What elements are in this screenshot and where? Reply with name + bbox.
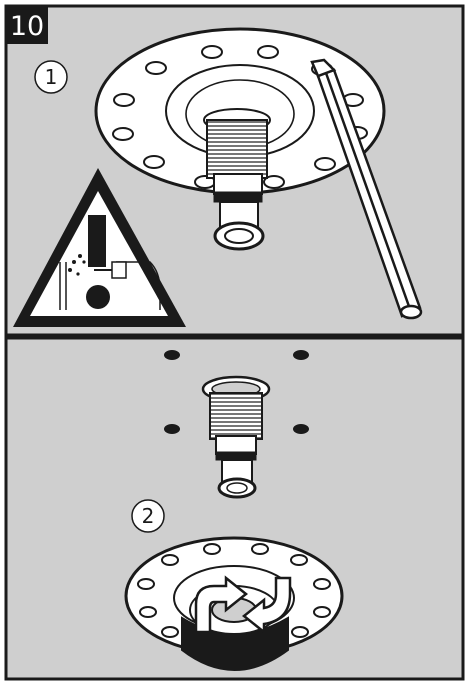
callout-1-label: 1 [45, 65, 58, 89]
bolt-hole-icon [252, 544, 268, 554]
bolt-hole-icon [204, 544, 220, 554]
panel-bottom: 2 [6, 338, 463, 679]
bolt-hole-icon [258, 46, 278, 58]
bolt-hole-icon [114, 94, 134, 106]
bolt-hole-icon [113, 128, 133, 140]
warning-exclamation [88, 215, 106, 267]
bolt-hole-icon [138, 579, 154, 589]
bolt-hole-icon [146, 62, 166, 74]
step-number-badge: 10 [6, 6, 48, 44]
bolt-hole-icon [140, 607, 156, 617]
bolt-hole-icon [164, 424, 180, 434]
bolt-hole-icon [314, 607, 330, 617]
bolt-hole-icon [164, 350, 180, 360]
bolt-hole-icon [292, 627, 308, 637]
bolt-hole-icon [291, 555, 307, 565]
callout-1: 1 [35, 61, 67, 93]
callout-2: 2 [132, 500, 164, 532]
bolt-hole-icon [162, 627, 178, 637]
bolt-hole-icon [315, 158, 335, 170]
bolt-hole-icon [162, 555, 178, 565]
step-number: 10 [10, 11, 44, 42]
callout-2-label: 2 [142, 504, 155, 528]
bolt-hole-icon [314, 579, 330, 589]
bolt-hole-icon [202, 46, 222, 58]
bolt-hole-icon [293, 424, 309, 434]
panel-top: 10 1 [6, 6, 463, 335]
bolt-hole-icon [144, 156, 164, 168]
bolt-hole-icon [293, 350, 309, 360]
